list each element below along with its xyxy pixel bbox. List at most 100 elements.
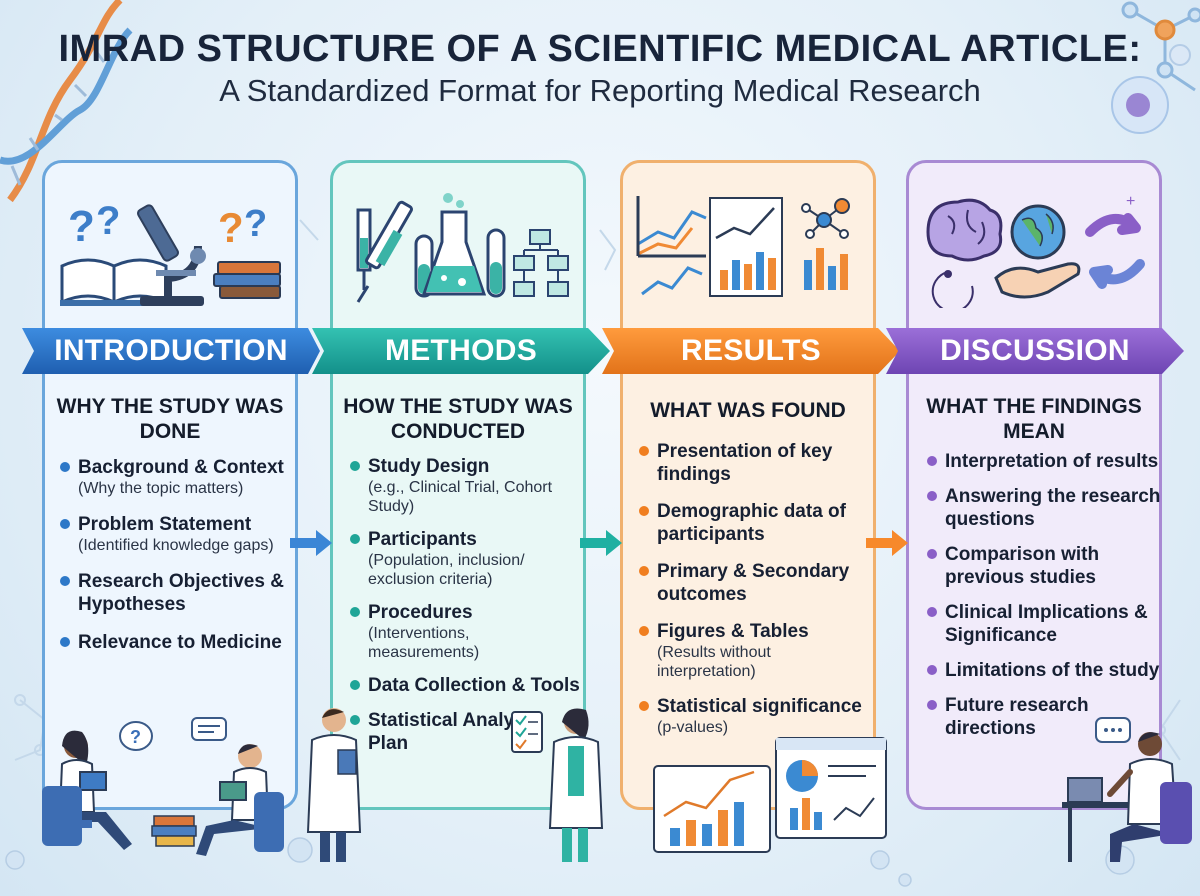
svg-text:?: ? — [218, 204, 244, 251]
results-illustration — [636, 196, 850, 297]
introduction-illustration: ? ? ? ? — [60, 199, 281, 306]
item-subtitle: (Why the topic matters) — [78, 480, 244, 497]
introduction-banner-shape — [22, 328, 320, 374]
list-item: Background & Context (Why the topic matt… — [58, 456, 294, 498]
bullet-icon — [639, 446, 649, 456]
item-subtitle: (p-values) — [657, 719, 729, 736]
line-chart-icon — [636, 196, 707, 296]
bullet-icon — [60, 637, 70, 647]
globe-in-hand-icon — [994, 204, 1081, 299]
discussion-label: DISCUSSION — [940, 334, 1130, 367]
svg-text:?: ? — [244, 203, 267, 245]
page-title: IMRAD STRUCTURE OF A SCIENTIFIC MEDICAL … — [58, 28, 1142, 70]
item-title: Procedures — [368, 602, 473, 623]
microscope-icon — [137, 204, 206, 306]
introduction-list: Background & Context (Why the topic matt… — [58, 456, 294, 669]
list-item: Clinical Implications & Significance — [925, 601, 1161, 647]
results-list: Presentation of key findings Demographic… — [637, 440, 873, 751]
list-item: Primary & Secondary outcomes — [637, 560, 873, 606]
results-heading: WHAT WAS FOUND — [650, 399, 846, 422]
item-title: Statistical Analysis Plan — [368, 710, 541, 754]
pie-chart-icon — [775, 737, 887, 839]
list-item: Presentation of key findings — [637, 440, 873, 486]
svg-text:+: + — [1126, 193, 1135, 210]
introduction-label: INTRODUCTION — [54, 334, 288, 367]
bar-chart-icon — [653, 765, 771, 853]
speech-bubble-icon — [1095, 717, 1131, 743]
svg-text:?: ? — [68, 202, 95, 251]
results-dashboards-illustration — [653, 737, 887, 853]
list-item: Statistical significance (p-values) — [637, 695, 873, 737]
bullet-icon — [639, 626, 649, 636]
item-title: Future research directions — [945, 695, 1089, 739]
checklist-icon — [511, 711, 543, 753]
discussion-banner-shape — [886, 328, 1184, 374]
list-item: Problem Statement (Identified knowledge … — [58, 513, 294, 555]
bullet-icon — [927, 607, 937, 617]
tab-introduction: INTRODUCTION — [22, 320, 320, 382]
bullet-icon — [350, 680, 360, 690]
arrow-right-icon — [290, 530, 332, 556]
item-title: Clinical Implications & Significance — [945, 602, 1148, 646]
item-subtitle: (Interventions, measurements) — [368, 625, 480, 661]
list-item: Answering the research questions — [925, 485, 1161, 531]
arrow-right-icon — [866, 530, 908, 556]
item-title: Participants — [368, 529, 477, 550]
results-banner-shape — [602, 328, 900, 374]
list-item: Participants (Population, inclusion/ exc… — [348, 528, 584, 589]
item-subtitle: (Identified knowledge gaps) — [78, 537, 274, 554]
methods-list: Study Design (e.g., Clinical Trial, Coho… — [348, 455, 584, 767]
list-item: Research Objectives & Hypotheses — [58, 570, 294, 616]
bullet-icon — [60, 462, 70, 472]
list-item: Data Collection & Tools — [348, 674, 584, 697]
doctor-woman-icon — [548, 708, 604, 862]
bullet-icon — [927, 665, 937, 675]
woman-reading-icon — [42, 730, 132, 850]
bullet-icon — [350, 715, 360, 725]
bullet-icon — [639, 701, 649, 711]
syringe-icon — [356, 200, 413, 303]
item-title: Background & Context — [78, 457, 284, 478]
list-item: Comparison with previous studies — [925, 543, 1161, 589]
introduction-heading: WHY THE STUDY WAS DONE — [56, 395, 284, 443]
item-title: Statistical significance — [657, 696, 862, 717]
item-title: Primary & Secondary outcomes — [657, 561, 850, 605]
discussion-heading: WHAT THE FINDINGS MEAN — [926, 395, 1142, 443]
list-item: Interpretation of results — [925, 450, 1161, 473]
presenter-person-icon — [1107, 732, 1192, 862]
clinicians-illustration — [306, 708, 604, 862]
methods-label: METHODS — [384, 334, 538, 367]
bullet-icon — [639, 506, 649, 516]
flowchart-icon — [513, 229, 569, 297]
list-item: Procedures (Interventions, measurements) — [348, 601, 584, 662]
dna-helix-icon — [0, 0, 133, 203]
bar-chart-icon — [709, 197, 848, 297]
question-marks-icon: ? ? ? ? — [68, 199, 267, 251]
book-stack-icon — [151, 815, 197, 847]
item-title: Interpretation of results — [945, 451, 1159, 472]
item-title: Answering the research questions — [945, 486, 1161, 530]
list-item: Figures & Tables (Results without interp… — [637, 620, 873, 681]
presenter-illustration — [1062, 717, 1192, 862]
bullet-icon — [639, 566, 649, 576]
item-title: Limitations of the study — [945, 660, 1160, 681]
arrow-right-icon — [580, 530, 622, 556]
methods-illustration — [356, 193, 569, 303]
svg-text:?: ? — [96, 199, 120, 243]
bullet-icon — [927, 491, 937, 501]
speech-bubble-icon: ? — [119, 717, 227, 751]
item-subtitle: (Population, inclusion/ exclusion criter… — [368, 552, 525, 588]
item-title: Problem Statement — [78, 514, 252, 535]
list-item: Relevance to Medicine — [58, 631, 294, 654]
list-item: Study Design (e.g., Clinical Trial, Coho… — [348, 455, 584, 516]
svg-text:?: ? — [130, 727, 141, 747]
tab-methods: METHODS — [312, 320, 610, 382]
discussion-illustration: + — [926, 193, 1145, 308]
molecule-icon — [1121, 1, 1200, 92]
list-item: Statistical Analysis Plan — [348, 709, 584, 755]
item-title: Data Collection & Tools — [368, 675, 580, 696]
doctor-with-clipboard-icon — [306, 708, 362, 862]
results-label: RESULTS — [681, 334, 821, 367]
bullet-icon — [60, 576, 70, 586]
